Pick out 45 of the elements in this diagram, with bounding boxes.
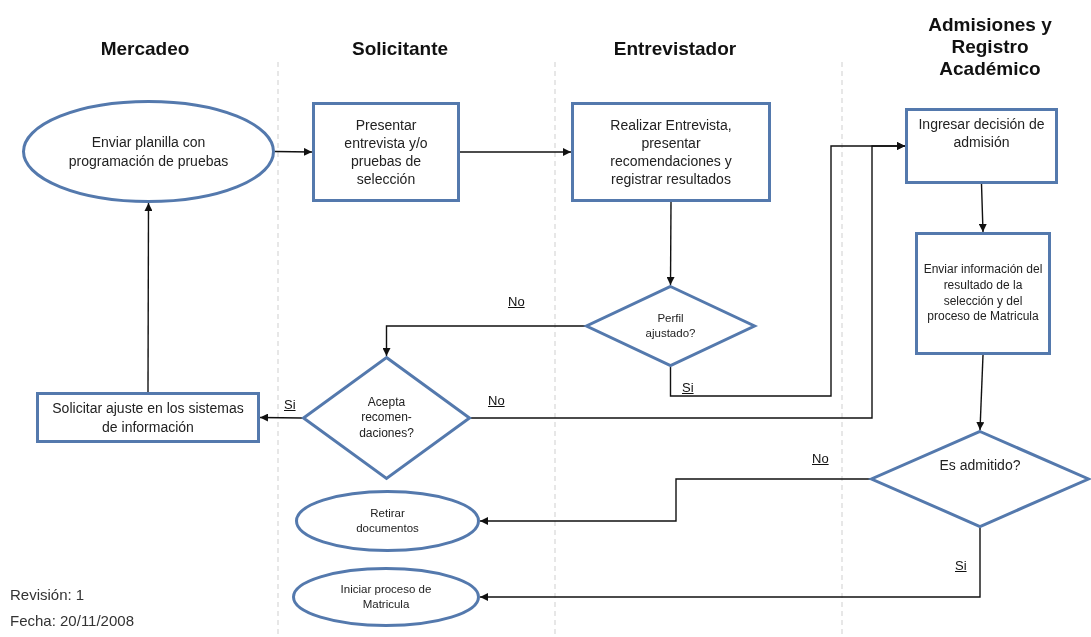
arrow <box>259 413 303 422</box>
arrow <box>459 148 572 156</box>
edge-label: No <box>486 393 507 408</box>
edge-label: Si <box>953 558 969 573</box>
arrow <box>479 527 981 601</box>
arrow <box>144 202 153 393</box>
edge-label: Si <box>680 380 696 395</box>
arrow <box>976 354 985 431</box>
process-ellipse <box>292 567 480 627</box>
process-box <box>571 102 771 202</box>
node-text: Enviar planilla con programación de pruebas <box>67 133 230 170</box>
node-text: Realizar Entrevista, presentar recomendaciones y registrar resultados <box>609 115 733 189</box>
node-text: Perfil ajustado? <box>644 311 697 341</box>
edge-label: No <box>506 294 527 309</box>
arrow <box>274 147 313 156</box>
node-text: Es admitido? <box>939 455 1021 475</box>
node-text: Acepta recomen- daciones? <box>358 394 415 442</box>
edge-label: No <box>810 451 831 466</box>
arrow <box>470 142 906 419</box>
node-text: Ingresar decisión de admisión <box>917 115 1046 152</box>
lane-heading: Entrevistador <box>612 38 738 60</box>
decision-diamond <box>585 285 756 367</box>
arrow <box>382 325 586 357</box>
lane-heading: Admisiones y Registro Académico <box>927 14 1053 80</box>
decision-diamond <box>302 356 471 480</box>
lane-heading: Solicitante <box>350 38 450 60</box>
arrow <box>978 183 987 233</box>
node-text: Solicitar ajuste en los sistemas de información <box>51 399 245 436</box>
process-ellipse <box>22 100 275 203</box>
revision-note: Revisión: 1 <box>10 586 86 603</box>
node-text: Iniciar proceso de Matricula <box>339 582 433 612</box>
node-text: Enviar información del resultado de la selección y del proceso de Matricula <box>922 262 1044 325</box>
process-box <box>905 108 1058 184</box>
process-ellipse <box>295 490 480 552</box>
arrow <box>479 478 871 525</box>
arrow <box>666 201 675 286</box>
process-box <box>915 232 1051 355</box>
node-text: Retirar documentos <box>355 506 420 536</box>
process-box <box>36 392 260 443</box>
edge-label: Si <box>282 397 298 412</box>
node-text: Presentar entrevista y/o pruebas de selección <box>343 115 429 189</box>
process-box <box>312 102 460 202</box>
revision-note: Fecha: 20/11/2008 <box>10 612 135 629</box>
decision-diamond <box>870 430 1090 528</box>
lane-heading: Mercadeo <box>99 38 191 60</box>
